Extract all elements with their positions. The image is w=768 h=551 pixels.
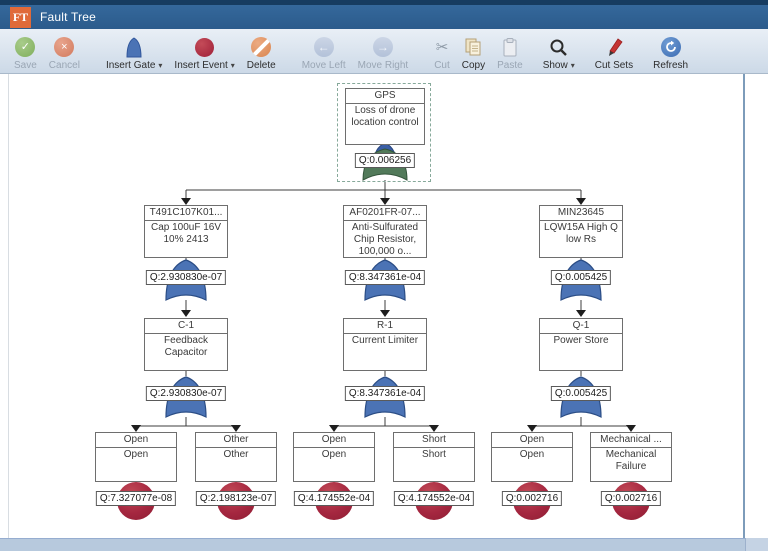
tree-node-level3-3[interactable]: Q-1 Power Store <box>539 318 623 371</box>
q-value-label: Q:4.174552e-04 <box>293 491 375 506</box>
copy-icon <box>464 36 482 58</box>
refresh-icon <box>660 36 681 58</box>
titlebar: FT Fault Tree <box>0 5 768 29</box>
refresh-button[interactable]: Refresh <box>653 31 688 71</box>
tree-node-level3-1[interactable]: C-1 Feedback Capacitor <box>144 318 228 371</box>
app-title: Fault Tree <box>40 10 97 24</box>
magnifier-icon <box>549 36 568 58</box>
move-left-button[interactable]: ← Move Left <box>302 31 346 71</box>
delete-slash-icon <box>251 37 272 57</box>
event-circle-icon <box>195 37 215 57</box>
q-value-label: Q:2.930830e-07 <box>145 386 227 401</box>
q-value-label: Q:0.006256 <box>354 153 416 168</box>
dropdown-arrow-icon: ▾ <box>570 61 575 70</box>
tree-node-leaf-6[interactable]: Mechanical ... Mechanical Failure <box>590 432 672 482</box>
dropdown-arrow-icon: ▾ <box>230 61 235 70</box>
dropdown-arrow-icon: ▾ <box>158 61 163 70</box>
q-value-label: Q:0.002716 <box>600 491 662 506</box>
tree-node-leaf-4[interactable]: Short Short <box>393 432 475 482</box>
delete-button[interactable]: Delete <box>247 31 276 71</box>
q-value-label: Q:2.198123e-07 <box>195 491 277 506</box>
tree-node-leaf-2[interactable]: Other Other <box>195 432 277 482</box>
horizontal-scrollbar[interactable] <box>0 538 768 551</box>
q-value-label: Q:7.327077e-08 <box>95 491 177 506</box>
toolbar: ✓ Save × Cancel Insert Gate▾ Insert Even… <box>0 29 768 74</box>
cut-button[interactable]: ✂ Cut <box>434 39 450 71</box>
tree-node-level3-2[interactable]: R-1 Current Limiter <box>343 318 427 371</box>
copy-button[interactable]: Copy <box>462 31 485 71</box>
cancel-button[interactable]: × Cancel <box>49 31 80 71</box>
cut-sets-button[interactable]: Cut Sets <box>595 31 633 71</box>
clipboard-icon <box>502 36 518 58</box>
tree-node-top[interactable]: GPS Loss of drone location control <box>345 88 425 145</box>
selection-outline <box>337 83 431 182</box>
tree-node-level2-2[interactable]: AF0201FR-07... Anti-Sulfurated Chip Resi… <box>343 205 427 258</box>
vertical-scrollbar[interactable] <box>743 74 745 538</box>
tree-node-leaf-1[interactable]: Open Open <box>95 432 177 482</box>
q-value-label: Q:8.347361e-04 <box>344 270 426 285</box>
paste-button[interactable]: Paste <box>497 31 523 71</box>
arrow-left-icon: ← <box>313 37 334 57</box>
app-logo: FT <box>10 6 31 28</box>
red-marker-icon <box>605 36 623 58</box>
fault-tree-canvas[interactable]: GPS Loss of drone location control Q:0.0… <box>0 74 746 538</box>
save-check-icon: ✓ <box>15 37 36 57</box>
tree-node-level2-1[interactable]: T491C107K01... Cap 100uF 16V 10% 2413 <box>144 205 228 258</box>
cancel-x-icon: × <box>54 37 75 57</box>
window-top-strip <box>0 0 768 5</box>
move-right-button[interactable]: → Move Right <box>358 31 408 71</box>
q-value-label: Q:2.930830e-07 <box>145 270 227 285</box>
scrollbar-corner <box>745 538 768 551</box>
q-value-label: Q:4.174552e-04 <box>393 491 475 506</box>
tree-node-level2-3[interactable]: MIN23645 LQW15A High Q low Rs <box>539 205 623 258</box>
gate-icon <box>125 36 143 58</box>
tree-node-leaf-3[interactable]: Open Open <box>293 432 375 482</box>
q-value-label: Q:0.005425 <box>550 386 612 401</box>
q-value-label: Q:8.347361e-04 <box>344 386 426 401</box>
q-value-label: Q:0.002716 <box>501 491 563 506</box>
tree-node-leaf-5[interactable]: Open Open <box>491 432 573 482</box>
insert-event-button[interactable]: Insert Event▾ <box>174 31 235 71</box>
canvas-border <box>8 74 9 538</box>
arrow-right-icon: → <box>372 37 393 57</box>
q-value-label: Q:0.005425 <box>550 270 612 285</box>
save-button[interactable]: ✓ Save <box>14 31 37 71</box>
insert-gate-button[interactable]: Insert Gate▾ <box>106 31 162 71</box>
scissors-icon: ✂ <box>435 39 449 56</box>
show-button[interactable]: Show▾ <box>543 31 575 71</box>
